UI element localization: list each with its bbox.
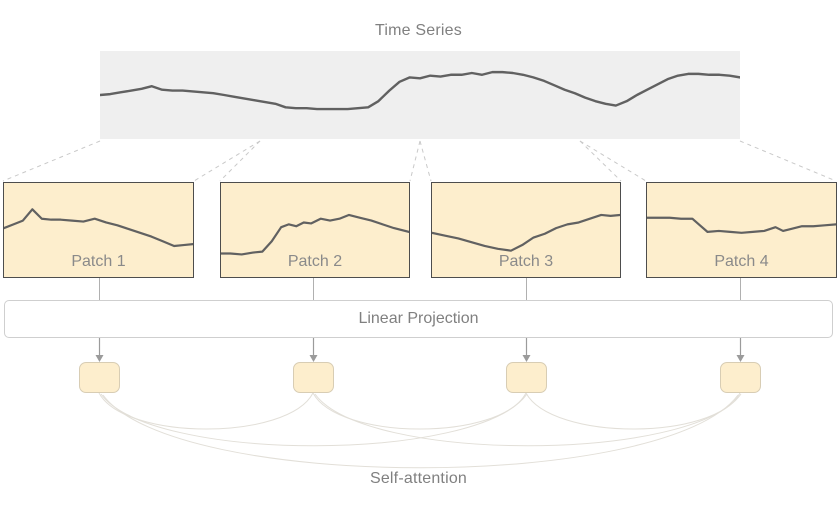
attention-arc-2-4 [314, 393, 742, 447]
self-attention-label: Self-attention [369, 470, 468, 487]
patch-3-guide-left [419, 140, 432, 182]
attention-arc-2-3 [312, 392, 527, 430]
patch-box-2[interactable]: Patch 2 [220, 182, 410, 278]
patch-1-guide-left [2, 140, 101, 182]
patch-4-guide-right [739, 140, 837, 182]
token-3-arrowhead [522, 355, 531, 362]
patch-2-guide-left [219, 140, 261, 182]
linear-projection-box[interactable]: Linear Projection [4, 300, 833, 338]
patch-4-sparkline [647, 183, 836, 277]
patch-1-line [4, 209, 193, 246]
patch-3-sparkline [432, 183, 620, 277]
patch-to-projection-group [99, 278, 741, 300]
projection-to-token-arrow-group [95, 338, 745, 362]
token-4-arrowhead [736, 355, 745, 362]
patch-1-sparkline [4, 183, 193, 277]
token-1-arrowhead [95, 355, 104, 362]
patch-box-3[interactable]: Patch 3 [431, 182, 621, 278]
self-attention-arc-group [98, 392, 742, 469]
patch-3-line [432, 215, 620, 251]
patch-guide-group [2, 140, 837, 182]
patch-2-sparkline [221, 183, 409, 277]
time-series-panel [98, 51, 742, 139]
patch-4-guide-left [579, 140, 647, 182]
patch-3-guide-right [579, 140, 622, 182]
attention-arc-3-4 [525, 392, 741, 430]
attention-arc-1-2 [98, 392, 314, 430]
token-embedding-1[interactable] [79, 362, 120, 393]
attention-arc-1-4 [102, 394, 739, 469]
patch-box-1[interactable]: Patch 1 [3, 182, 194, 278]
attention-arc-1-3 [100, 393, 528, 447]
patch-1-guide-right [193, 140, 261, 182]
token-embedding-3[interactable] [506, 362, 547, 393]
token-2-arrowhead [309, 355, 318, 362]
patch-4-line [647, 218, 836, 233]
time-series-line [98, 70, 742, 111]
patch-2-line [221, 215, 409, 254]
linear-projection-label: Linear Projection [358, 310, 479, 327]
patch-2-guide-right [409, 140, 421, 182]
time-series-plot [98, 70, 742, 111]
token-embedding-2[interactable] [293, 362, 334, 393]
page-title: Time Series [375, 22, 462, 39]
patch-box-4[interactable]: Patch 4 [646, 182, 837, 278]
token-embedding-4[interactable] [720, 362, 761, 393]
